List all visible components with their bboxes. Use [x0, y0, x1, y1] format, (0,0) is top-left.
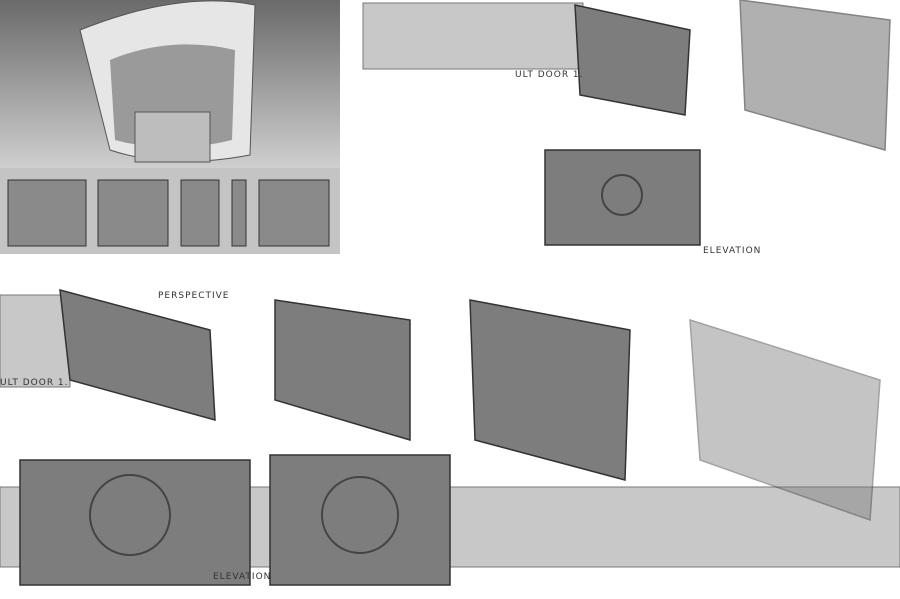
door-lock-wheel	[321, 476, 399, 554]
grey-band-mid	[0, 294, 71, 388]
label-vault-door-mid: ULT DOOR 1.	[0, 378, 69, 388]
door-exploded-ghost	[689, 318, 881, 522]
door-split-mid	[274, 299, 411, 442]
door-perspective-top	[574, 4, 691, 116]
door-elevation-bottom-right	[269, 454, 451, 586]
door-exploded-mid	[469, 299, 631, 481]
label-elevation-top: ELEVATION	[703, 246, 762, 256]
door-elevation-top	[544, 149, 701, 246]
label-vault-door-top: ULT DOOR 1.	[515, 70, 584, 80]
vault-room-render	[0, 0, 340, 168]
door-elevation-bottom-left	[19, 459, 251, 586]
door-lock-wheel	[89, 474, 171, 556]
label-elevation-bottom: ELEVATION	[213, 572, 272, 582]
label-perspective: PERSPECTIVE	[158, 291, 230, 301]
door-lock-wheel	[601, 174, 643, 216]
door-exploded-top	[739, 0, 891, 151]
grey-band-top	[362, 2, 584, 70]
texture-thumbnails	[0, 168, 340, 254]
door-perspective-mid	[59, 288, 216, 422]
